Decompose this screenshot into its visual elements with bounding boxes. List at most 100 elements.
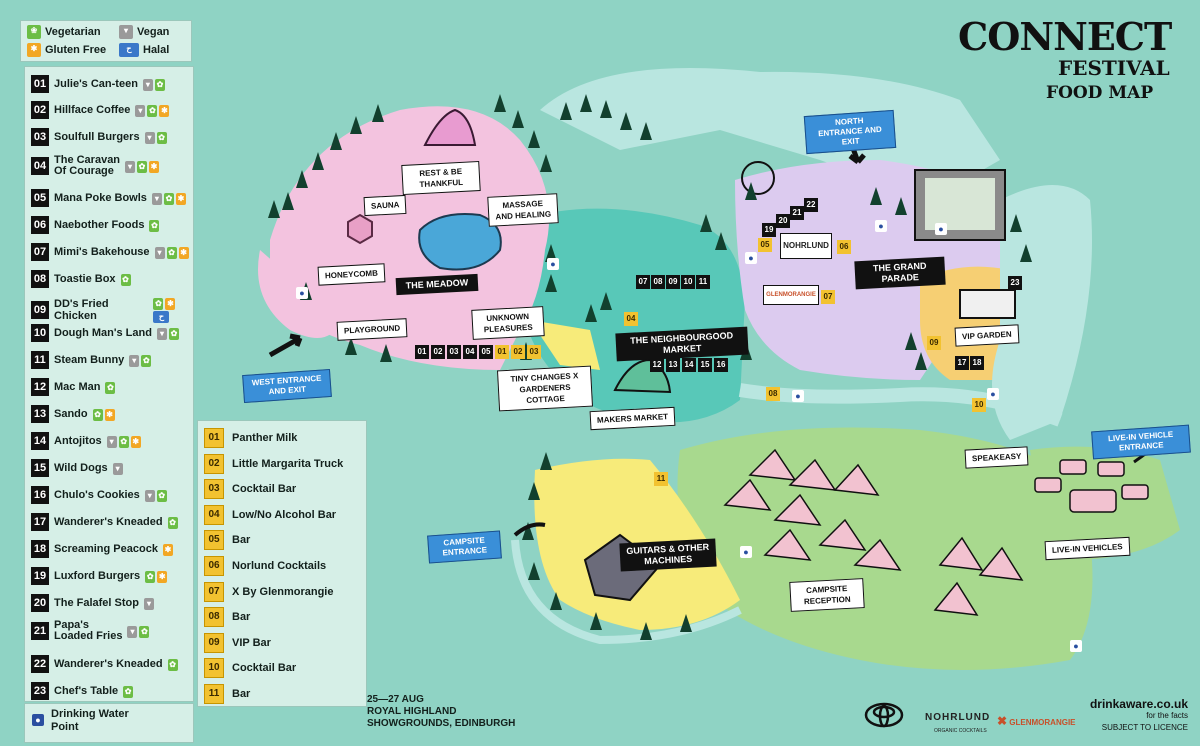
key-vegetarian: ❀ Vegetarian bbox=[27, 25, 101, 39]
label-tiny-changes: TINY CHANGES X GARDENERS COTTAGE bbox=[496, 365, 594, 412]
label-vip: VIP GARDEN bbox=[954, 324, 1020, 347]
vendor-name: Sando bbox=[54, 408, 88, 420]
label-honeycomb: HONEYCOMB bbox=[317, 263, 386, 286]
wheat-icon: ✱ bbox=[165, 298, 176, 310]
key-gluten-free: ✱ Gluten Free bbox=[27, 43, 106, 57]
bar-number: 01 bbox=[204, 428, 224, 448]
wheat-icon: ✱ bbox=[162, 543, 173, 556]
wheat-icon: ✱ bbox=[130, 435, 141, 448]
vendor-name: Julie's Can-teen bbox=[54, 78, 138, 90]
dietary-tags: ▾✿ bbox=[143, 131, 167, 144]
leaf-icon: ✿ bbox=[118, 435, 129, 448]
bar-number: 03 bbox=[204, 479, 224, 500]
vendor-number: 13 bbox=[31, 405, 49, 423]
tree bbox=[282, 192, 294, 210]
map-food-marker: 21 bbox=[790, 206, 804, 220]
pond bbox=[418, 213, 502, 271]
vendor-name: Steam Bunny bbox=[54, 354, 125, 366]
carrot-icon: ▾ bbox=[112, 462, 123, 475]
dietary-tags: ✿ bbox=[103, 381, 116, 394]
water-drop-icon: ● bbox=[935, 223, 947, 235]
stage-screen bbox=[925, 178, 995, 230]
wheat-icon: ✱ bbox=[175, 192, 186, 205]
vendor-number: 11 bbox=[31, 351, 49, 369]
vendor-number: 05 bbox=[31, 189, 49, 207]
tent bbox=[833, 463, 880, 496]
dietary-tags: ▾✿ bbox=[125, 625, 150, 638]
leaf-icon: ✿ bbox=[139, 625, 150, 638]
leaf-icon: ✿ bbox=[141, 354, 152, 367]
vendor-name: Hillface Coffee bbox=[54, 104, 131, 116]
tree bbox=[560, 102, 572, 120]
water-line1: Drinking Water bbox=[51, 708, 129, 720]
campsite-tents bbox=[723, 448, 1024, 616]
drinkaware-site[interactable]: drinkaware.co.uk bbox=[1089, 697, 1188, 711]
tent bbox=[763, 528, 812, 561]
entrance-north: NORTH ENTRANCE AND EXIT bbox=[803, 109, 897, 155]
dietary-tags: ▾✿✱ bbox=[150, 192, 186, 205]
drinkaware-notice[interactable]: drinkaware.co.uk for the facts SUBJECT T… bbox=[1090, 698, 1188, 734]
vendor-number: 10 bbox=[31, 324, 49, 342]
tree bbox=[494, 94, 506, 112]
tree bbox=[600, 292, 612, 310]
halal-icon: ح bbox=[119, 43, 139, 57]
bar-number: 06 bbox=[204, 556, 224, 576]
van bbox=[1059, 459, 1087, 475]
tree bbox=[528, 562, 540, 580]
wheat-icon: ✱ bbox=[157, 570, 168, 583]
vendor-name-line2: Loaded Fries bbox=[54, 630, 123, 642]
leaf-icon: ✿ bbox=[147, 104, 158, 117]
water-drop-icon: ● bbox=[547, 258, 559, 270]
vendor-name: Antojitos bbox=[54, 435, 102, 447]
rest-tent bbox=[423, 108, 477, 146]
tree bbox=[522, 522, 534, 540]
tent bbox=[853, 538, 902, 571]
leaf-icon: ✿ bbox=[123, 685, 134, 698]
tree bbox=[528, 130, 540, 148]
map-food-marker: 12 bbox=[650, 358, 664, 372]
vendor-name: Chulo's Cookies bbox=[54, 489, 140, 501]
water-key-text: Drinking Water Point bbox=[51, 708, 129, 734]
tree bbox=[350, 116, 362, 134]
event-date: 25—27 AUG bbox=[367, 694, 424, 705]
map-food-marker: 17 bbox=[955, 356, 969, 370]
leaf-icon: ✿ bbox=[166, 246, 177, 259]
water-drop-icon: ● bbox=[792, 390, 804, 402]
tree bbox=[640, 122, 652, 140]
tiny-changes-zone bbox=[530, 320, 600, 370]
tree bbox=[905, 332, 917, 350]
tree bbox=[345, 337, 357, 355]
vendor-name: Naebother Foods bbox=[54, 219, 145, 231]
leaf-icon: ✿ bbox=[156, 489, 167, 502]
wheat-icon: ✱ bbox=[104, 408, 115, 421]
campsite-arrow-icon bbox=[513, 522, 546, 537]
carrot-icon: ▾ bbox=[119, 25, 133, 39]
vendor-number: 23 bbox=[31, 682, 49, 700]
tree bbox=[268, 200, 280, 218]
vendor-name: Wanderer's Kneaded bbox=[54, 658, 163, 670]
tree bbox=[312, 152, 324, 170]
vendor-name-line2: Of Courage bbox=[54, 165, 114, 177]
vendor-name: DD's Fried Chicken bbox=[54, 298, 109, 322]
map-food-marker: 04 bbox=[463, 345, 477, 359]
map-bar-marker: 09 bbox=[927, 336, 941, 350]
carrot-icon: ▾ bbox=[142, 78, 153, 91]
key-halal: ح Halal bbox=[119, 43, 169, 57]
tent bbox=[748, 448, 797, 481]
map-bar-marker: 05 bbox=[758, 238, 772, 252]
map-title-festival: FESTIVAL bbox=[1058, 56, 1170, 80]
map-bar-marker: 08 bbox=[766, 387, 780, 401]
vendor-name: Wanderer's Kneaded bbox=[54, 516, 163, 528]
